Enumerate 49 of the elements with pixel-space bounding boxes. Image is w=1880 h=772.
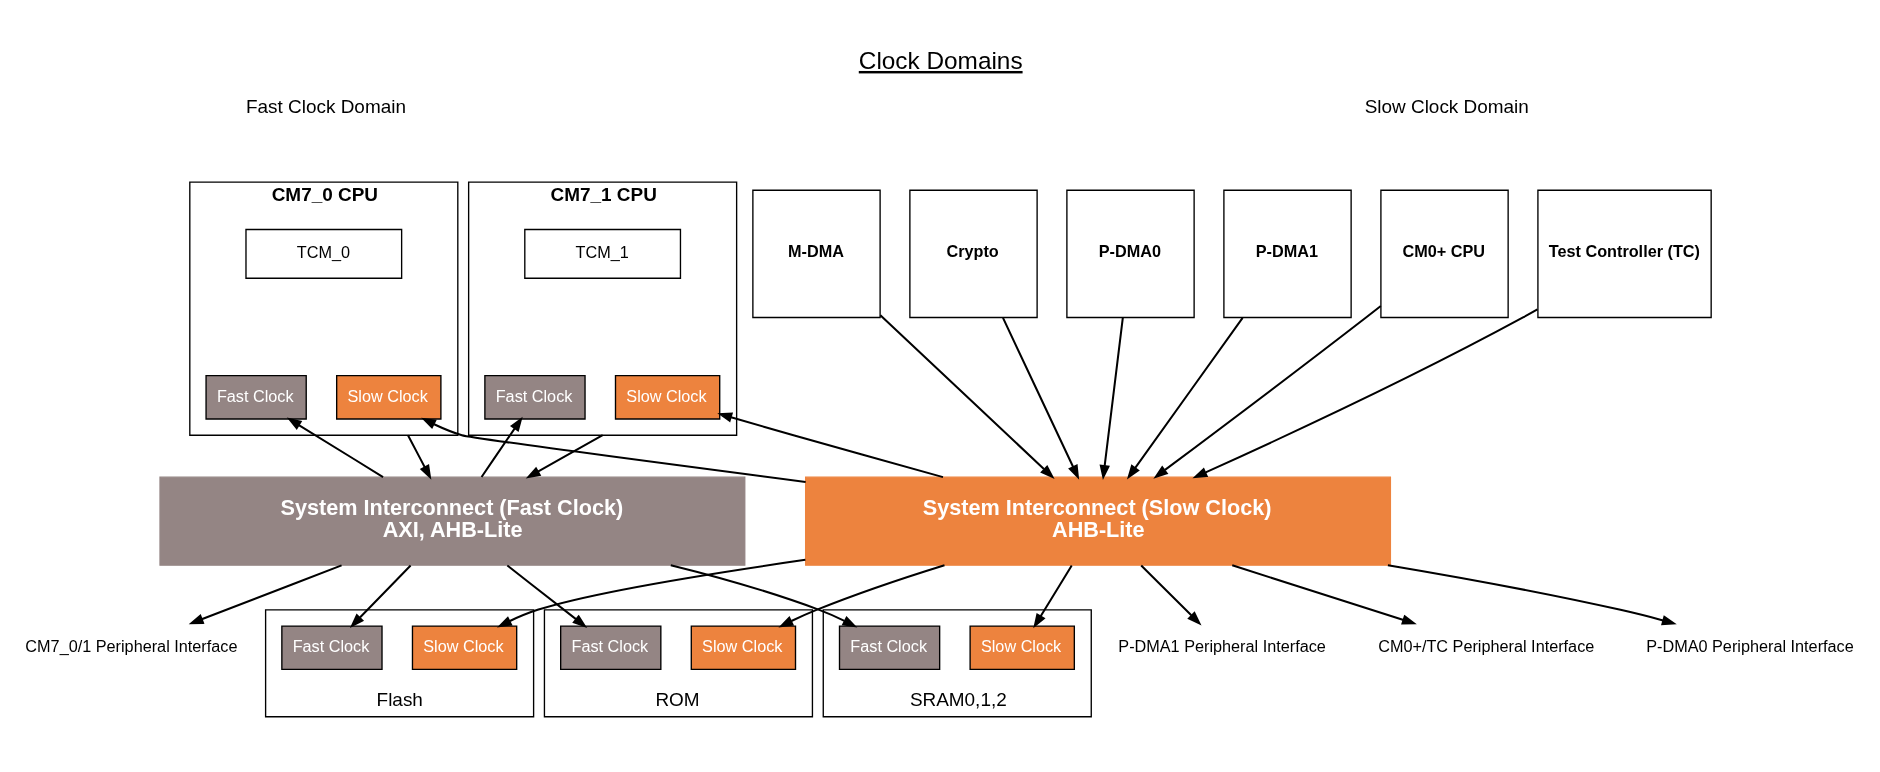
node-box: TCM_0 <box>245 228 403 279</box>
arrow <box>525 433 604 479</box>
arrow <box>286 417 384 478</box>
arrow <box>1140 564 1202 625</box>
arrow <box>188 563 342 624</box>
node-box: CM0+ CPU <box>1380 189 1509 318</box>
arrow <box>506 564 588 628</box>
arrow <box>670 563 858 627</box>
arrow <box>480 416 523 478</box>
node-box: Slow Clock <box>336 374 442 420</box>
arrow <box>407 434 432 480</box>
arrow <box>1387 563 1677 625</box>
node-text: CM7_0/1 Peripheral Interface <box>25 636 238 655</box>
node-box: M-DMA <box>752 189 881 318</box>
arrow <box>717 411 944 478</box>
node-box: Slow Clock <box>690 624 797 670</box>
node-box: P-DMA1 <box>1223 189 1352 318</box>
node-box: Slow Clock <box>411 624 518 670</box>
node-box: Fast Clock <box>560 624 662 670</box>
label: Slow Clock Domain <box>1364 95 1529 117</box>
arrow <box>1231 563 1417 625</box>
arrow <box>778 563 945 627</box>
arrow <box>349 564 412 628</box>
arrow <box>1099 317 1124 480</box>
node-box: TCM_1 <box>524 228 682 279</box>
arrow <box>1192 308 1538 478</box>
node-box: Test Controller (TC) <box>1537 189 1712 318</box>
diagram-title: Clock Domains <box>858 46 1023 74</box>
node-box: Crypto <box>909 189 1038 318</box>
arrow <box>1153 304 1382 479</box>
node-text: CM0+/TC Peripheral Interface <box>1378 636 1595 655</box>
node-box: Slow Clock <box>614 374 721 420</box>
node-box: P-DMA0 <box>1066 189 1195 318</box>
node-box: Fast Clock <box>838 624 941 670</box>
arrow <box>421 417 806 483</box>
label: Fast Clock Domain <box>245 95 406 117</box>
node-box: System Interconnect (Slow Clock) AHB-Lite <box>805 476 1392 566</box>
node-text: P-DMA0 Peripheral Interface <box>1646 636 1854 655</box>
arrow <box>1002 317 1080 480</box>
node-text: P-DMA1 Peripheral Interface <box>1118 636 1326 655</box>
arrow <box>879 314 1055 479</box>
node-box: Fast Clock <box>281 624 383 670</box>
arrow <box>1126 316 1244 479</box>
arrow <box>1033 564 1073 628</box>
arrow <box>496 558 806 627</box>
node-box: Slow Clock <box>969 624 1075 670</box>
node-box: System Interconnect (Fast Clock) AXI, AHB-Lite <box>159 476 746 566</box>
node-box: Fast Clock <box>484 374 586 420</box>
node-box: Fast Clock <box>205 374 307 420</box>
